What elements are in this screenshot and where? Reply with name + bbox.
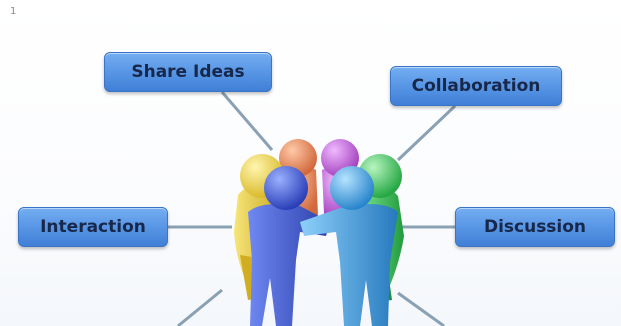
- connector-collaboration: [396, 104, 457, 162]
- figure-blue-dark: [248, 166, 330, 326]
- label-discussion: Discussion: [455, 207, 615, 247]
- connector-bottom-left: [177, 288, 223, 326]
- label-share-ideas: Share Ideas: [104, 52, 272, 92]
- corner-mark: 1: [10, 6, 17, 17]
- label-interaction: Interaction: [18, 207, 168, 247]
- connector-bottom-right: [397, 291, 445, 326]
- label-collaboration: Collaboration: [390, 66, 562, 106]
- figure-blue-light: [300, 166, 398, 326]
- connector-share-ideas: [220, 91, 274, 151]
